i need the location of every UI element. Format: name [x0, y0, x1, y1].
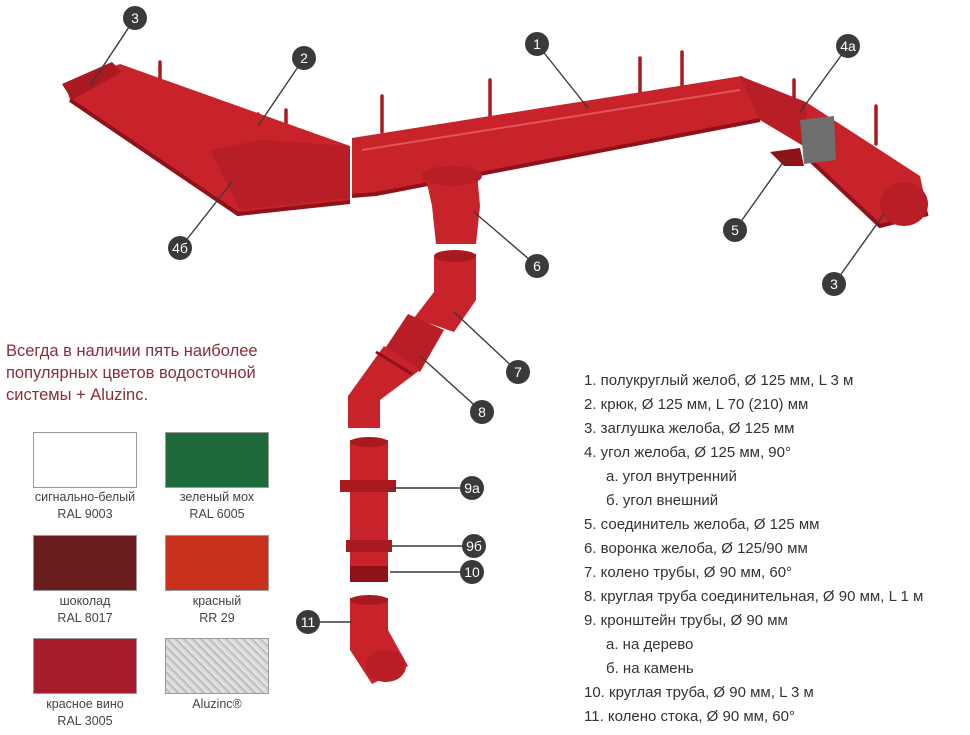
legend-item-7: 7. колено трубы, Ø 90 мм, 60°	[584, 564, 793, 581]
svg-text:10: 10	[464, 564, 480, 580]
svg-text:8: 8	[478, 404, 486, 420]
svg-text:11: 11	[301, 614, 316, 630]
legend-item-4: 4. угол желоба, Ø 125 мм, 90°	[584, 444, 791, 461]
swatch-aluzinc-label: Aluzinc®	[192, 697, 242, 711]
pipe-elbow-upper	[414, 254, 476, 332]
pipe-connector-band	[375, 350, 413, 376]
swatch-wine-red	[33, 638, 137, 694]
svg-text:3: 3	[830, 276, 838, 292]
callout-9a: 9а	[460, 476, 484, 500]
svg-text:4а: 4а	[840, 38, 856, 54]
callout-11: 11	[296, 610, 320, 634]
pipe-outlet-top	[350, 595, 388, 605]
end-cap-right	[880, 182, 928, 226]
svg-text:5: 5	[731, 222, 739, 238]
svg-text:9а: 9а	[464, 480, 480, 496]
legend-item-9a: а. на дерево	[606, 636, 694, 653]
callout-5: 5	[723, 218, 747, 242]
gutter-main-run-lip	[351, 118, 761, 198]
legend-item-1: 1. полукруглый желоб, Ø 125 мм, L 3 м	[584, 372, 854, 389]
swatch-moss-green	[165, 432, 269, 488]
pipe-socket	[350, 566, 388, 582]
callout-10: 10	[460, 560, 484, 584]
gutter-connector-clip	[770, 148, 804, 166]
legend-item-9b: б. на камень	[606, 660, 694, 677]
gutter-connector	[800, 116, 836, 164]
pipe-main	[350, 440, 388, 580]
svg-text:6: 6	[533, 258, 541, 274]
callout-8: 8	[470, 400, 494, 424]
gutter-funnel-rim	[422, 166, 482, 186]
swatch-white	[33, 432, 137, 488]
svg-text:2: 2	[300, 50, 308, 66]
pipe-elbow-upper-top	[434, 250, 476, 262]
swatch-aluzinc	[165, 638, 269, 694]
legend-item-6: 6. воронка желоба, Ø 125/90 мм	[584, 540, 808, 557]
callouts: 3 2 1 4а 5 3 4б 6 7 8 9а 9б 10 11	[123, 6, 860, 634]
callout-2: 2	[292, 46, 316, 70]
swatch-red	[165, 535, 269, 591]
gutter-left-run-lip	[68, 98, 351, 217]
legend-item-3: 3. заглушка желоба, Ø 125 мм	[584, 420, 795, 437]
gutter-assembly	[62, 50, 929, 244]
callout-leaders	[89, 17, 885, 623]
end-cap-left	[62, 62, 122, 100]
swatch-chocolate	[33, 535, 137, 591]
svg-text:9б: 9б	[466, 538, 482, 554]
svg-text:1: 1	[533, 36, 541, 52]
callout-3-right: 3	[822, 272, 846, 296]
gutter-main-run-highlight	[361, 89, 741, 151]
legend-item-8: 8. круглая труба соединительная, Ø 90 мм…	[584, 588, 924, 605]
pipe-outlet-mouth	[366, 650, 406, 682]
callout-7: 7	[506, 360, 530, 384]
svg-text:7: 7	[514, 364, 522, 380]
svg-text:4б: 4б	[172, 240, 188, 256]
callout-1: 1	[525, 32, 549, 56]
legend-item-2: 2. крюк, Ø 125 мм, L 70 (210) мм	[584, 396, 809, 413]
legend-item-4b: б. угол внешний	[606, 492, 719, 509]
callout-6: 6	[525, 254, 549, 278]
callout-4b: 4б	[168, 236, 192, 260]
outer-corner	[210, 140, 350, 210]
svg-text:3: 3	[131, 10, 139, 26]
pipe-main-top	[350, 437, 388, 447]
legend-item-10: 10. круглая труба, Ø 90 мм, L 3 м	[584, 684, 814, 701]
gutter-main-run	[352, 76, 760, 196]
downpipe-assembly	[340, 250, 476, 684]
callout-9b: 9б	[462, 534, 486, 558]
legend-item-11: 11. колено стока, Ø 90 мм, 60°	[584, 708, 795, 725]
inner-corner	[740, 76, 810, 150]
legend-item-9: 9. кронштейн трубы, Ø 90 мм	[584, 612, 788, 629]
legend-item-5: 5. соединитель желоба, Ø 125 мм	[584, 516, 820, 533]
pipe-bracket-wood	[340, 480, 396, 492]
color-availability-note: Всегда в наличии пять наиболее популярны…	[6, 342, 258, 404]
legend-item-4a: а. угол внутренний	[606, 468, 737, 485]
callout-3-left: 3	[123, 6, 147, 30]
callout-4a: 4а	[836, 34, 860, 58]
pipe-bracket-stone	[346, 540, 392, 552]
